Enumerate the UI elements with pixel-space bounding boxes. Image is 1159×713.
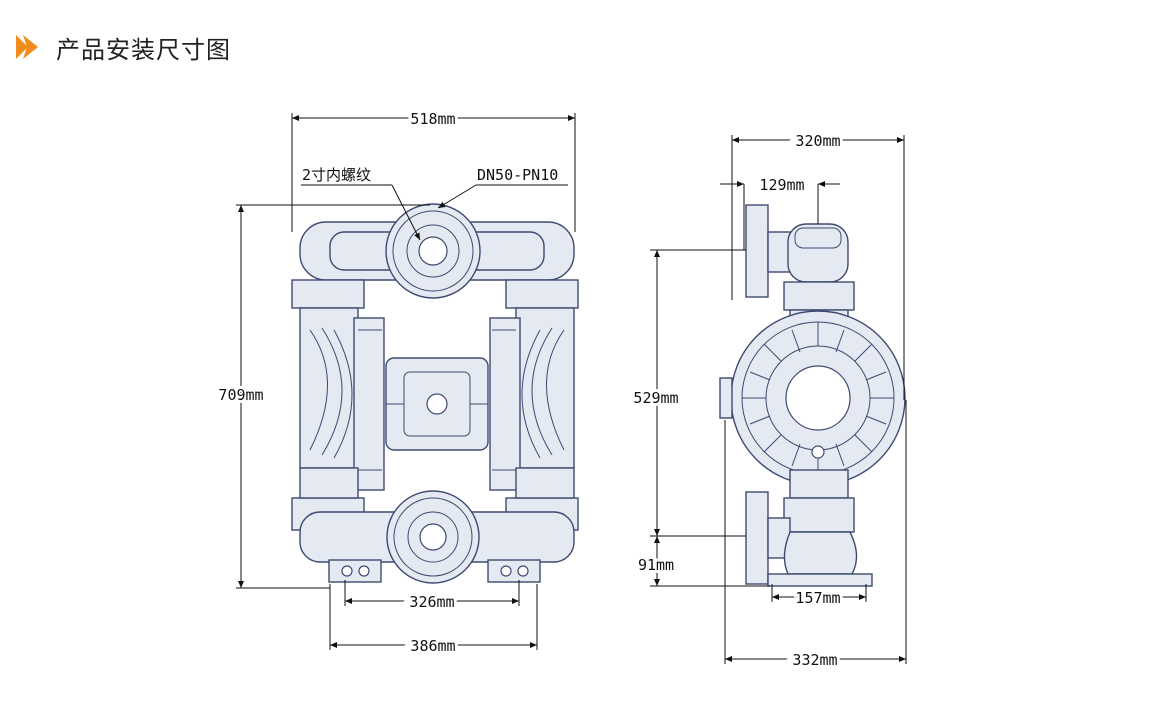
front-view-labels: 518mm 709mm 326mm 386mm 2寸内螺纹 DN50-PN10 — [215, 107, 558, 658]
side-view-labels: 320mm 129mm 529mm 91mm 157mm 332mm — [630, 129, 843, 672]
dim-side-width-top: 320mm — [795, 132, 840, 150]
dim-flange-offset: 129mm — [759, 176, 804, 194]
dim-port-spacing: 529mm — [633, 389, 678, 407]
dim-base-width: 386mm — [410, 637, 455, 655]
dim-overall-height: 709mm — [218, 386, 263, 404]
section-header: 产品安装尺寸图 — [14, 30, 231, 64]
dim-overall-width: 518mm — [410, 110, 455, 128]
dim-bolt-spacing: 326mm — [409, 593, 454, 611]
side-view-dimensions — [650, 135, 907, 664]
dim-side-width-bottom: 332mm — [792, 651, 837, 669]
page-title: 产品安装尺寸图 — [56, 35, 231, 64]
chevron-right-icon — [16, 35, 38, 59]
front-view-pump — [291, 203, 579, 584]
flange-label: DN50-PN10 — [477, 166, 558, 184]
front-view-dimensions — [236, 113, 576, 650]
dim-outlet-height: 91mm — [638, 556, 674, 574]
dim-foot-width: 157mm — [795, 589, 840, 607]
thread-label: 2寸内螺纹 — [302, 166, 371, 184]
side-view-pump — [719, 204, 906, 587]
